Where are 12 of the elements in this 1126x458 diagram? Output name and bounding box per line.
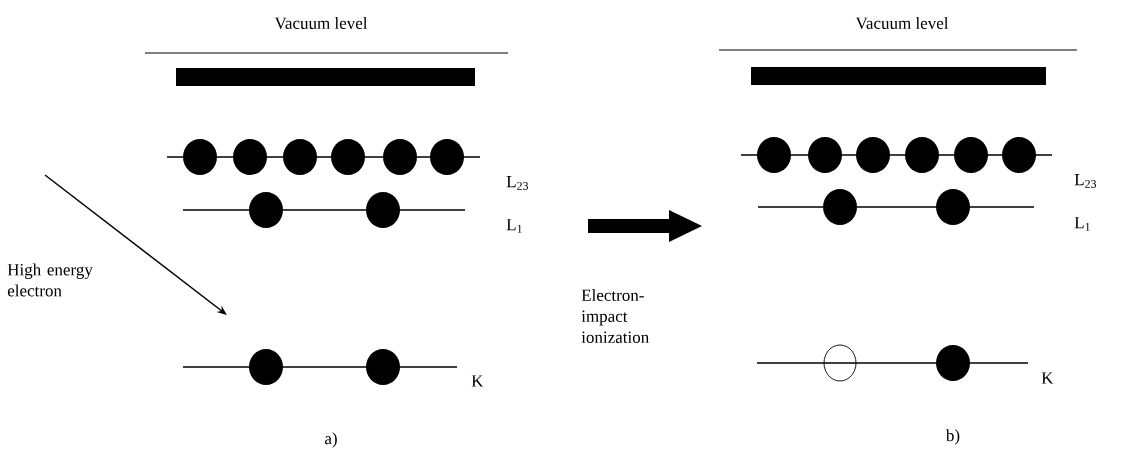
level-label: K: [1041, 372, 1054, 384]
level-label: L$_{1}$: [1074, 217, 1090, 231]
level-name: Vacuum level: [855, 17, 949, 29]
panel-label: b): [945, 429, 960, 445]
level-name: Vacuum level: [274, 17, 368, 29]
level-label: K: [471, 375, 484, 387]
annotation-text: High energy electron: [7, 263, 93, 297]
annotation-text: Electron-impact ionization: [581, 289, 649, 343]
level-label: L$_{23}$: [1074, 174, 1097, 188]
level-label: L$_{23}$: [506, 176, 529, 190]
panel-label: a): [325, 432, 337, 448]
level-label: L$_{1}$: [506, 219, 522, 233]
